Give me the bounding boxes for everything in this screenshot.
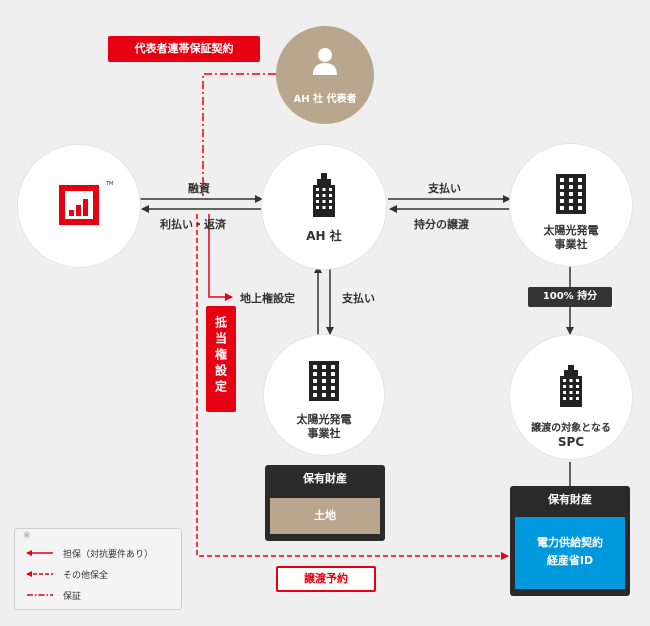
guarantee-contract-text: 代表者連帯保証契約 <box>134 42 234 55</box>
assets-right-title: 保有財産 <box>548 493 592 506</box>
legend-mark: ※ <box>23 531 31 541</box>
person-icon <box>313 48 337 75</box>
building-icon <box>560 365 582 407</box>
ownership-badge: 100% 持分 <box>528 287 612 307</box>
solar-company-mid-label: 太陽光発電 事業社 <box>296 413 352 440</box>
bank-logo-icon <box>59 185 99 225</box>
assets-right-item: 電力供給契約 経産省ID <box>515 517 625 589</box>
spc-node: 譲渡の対象となる SPC <box>510 335 632 459</box>
finance-label: 融資 <box>188 182 210 195</box>
legend: ※ 担保（対抗要件あり） その他保全 保証 <box>14 528 182 610</box>
pay-down-label: 支払い <box>342 292 375 305</box>
bank-node: TM <box>18 145 140 267</box>
solar-company-mid-node: 太陽光発電 事業社 <box>264 335 384 455</box>
ah-company-label: AH 社 <box>306 229 342 243</box>
transfer-share-label: 持分の譲渡 <box>414 218 469 231</box>
assets-left-title: 保有財産 <box>303 472 347 485</box>
mortgage-text: 抵当権設定 <box>213 316 228 396</box>
transfer-reserve-text: 譲渡予約 <box>304 572 348 585</box>
line-guarantee <box>202 73 276 196</box>
spc-line1: 譲渡の対象となる <box>531 423 611 434</box>
arrow-surface-right <box>208 214 233 301</box>
ownership-text: 100% 持分 <box>542 291 598 302</box>
assets-right-panel: 保有財産 電力供給契約 経産省ID <box>510 486 630 596</box>
building-icon <box>309 361 339 401</box>
building-icon <box>556 174 586 214</box>
repay-label: 利払い・返済 <box>160 218 226 231</box>
solar-company-right-label: 太陽光発電 事業社 <box>543 224 599 251</box>
surface-right-label: 地上権設定 <box>240 292 295 305</box>
spc-line2: SPC <box>557 435 585 449</box>
ah-company-node: AH 社 <box>262 145 386 269</box>
assets-left-item-text: 土地 <box>314 509 336 522</box>
building-icon <box>313 173 335 217</box>
guarantee-contract-label: 代表者連帯保証契約 <box>108 36 260 62</box>
representative-label: AH 社 代表者 <box>293 94 357 105</box>
assets-right-item-text: 電力供給契約 経産省ID <box>537 536 603 567</box>
solar-company-right-node: 太陽光発電 事業社 <box>510 144 632 266</box>
legend-item-secured: 担保（対抗要件あり） <box>63 550 154 560</box>
transfer-reserve-label: 譲渡予約 <box>276 566 376 592</box>
legend-swatches <box>26 550 53 596</box>
pay-right-label: 支払い <box>428 182 461 195</box>
assets-left-item: 土地 <box>270 498 380 534</box>
mortgage-label: 抵当権設定 <box>206 306 236 412</box>
trademark-mark: TM <box>106 181 114 187</box>
assets-left-panel: 保有財産 土地 <box>265 465 385 541</box>
representative-node: AH 社 代表者 <box>276 26 374 124</box>
arrow-other-security <box>196 214 509 560</box>
legend-item-guarantee: 保証 <box>63 592 82 602</box>
legend-item-other: その他保全 <box>63 571 109 581</box>
